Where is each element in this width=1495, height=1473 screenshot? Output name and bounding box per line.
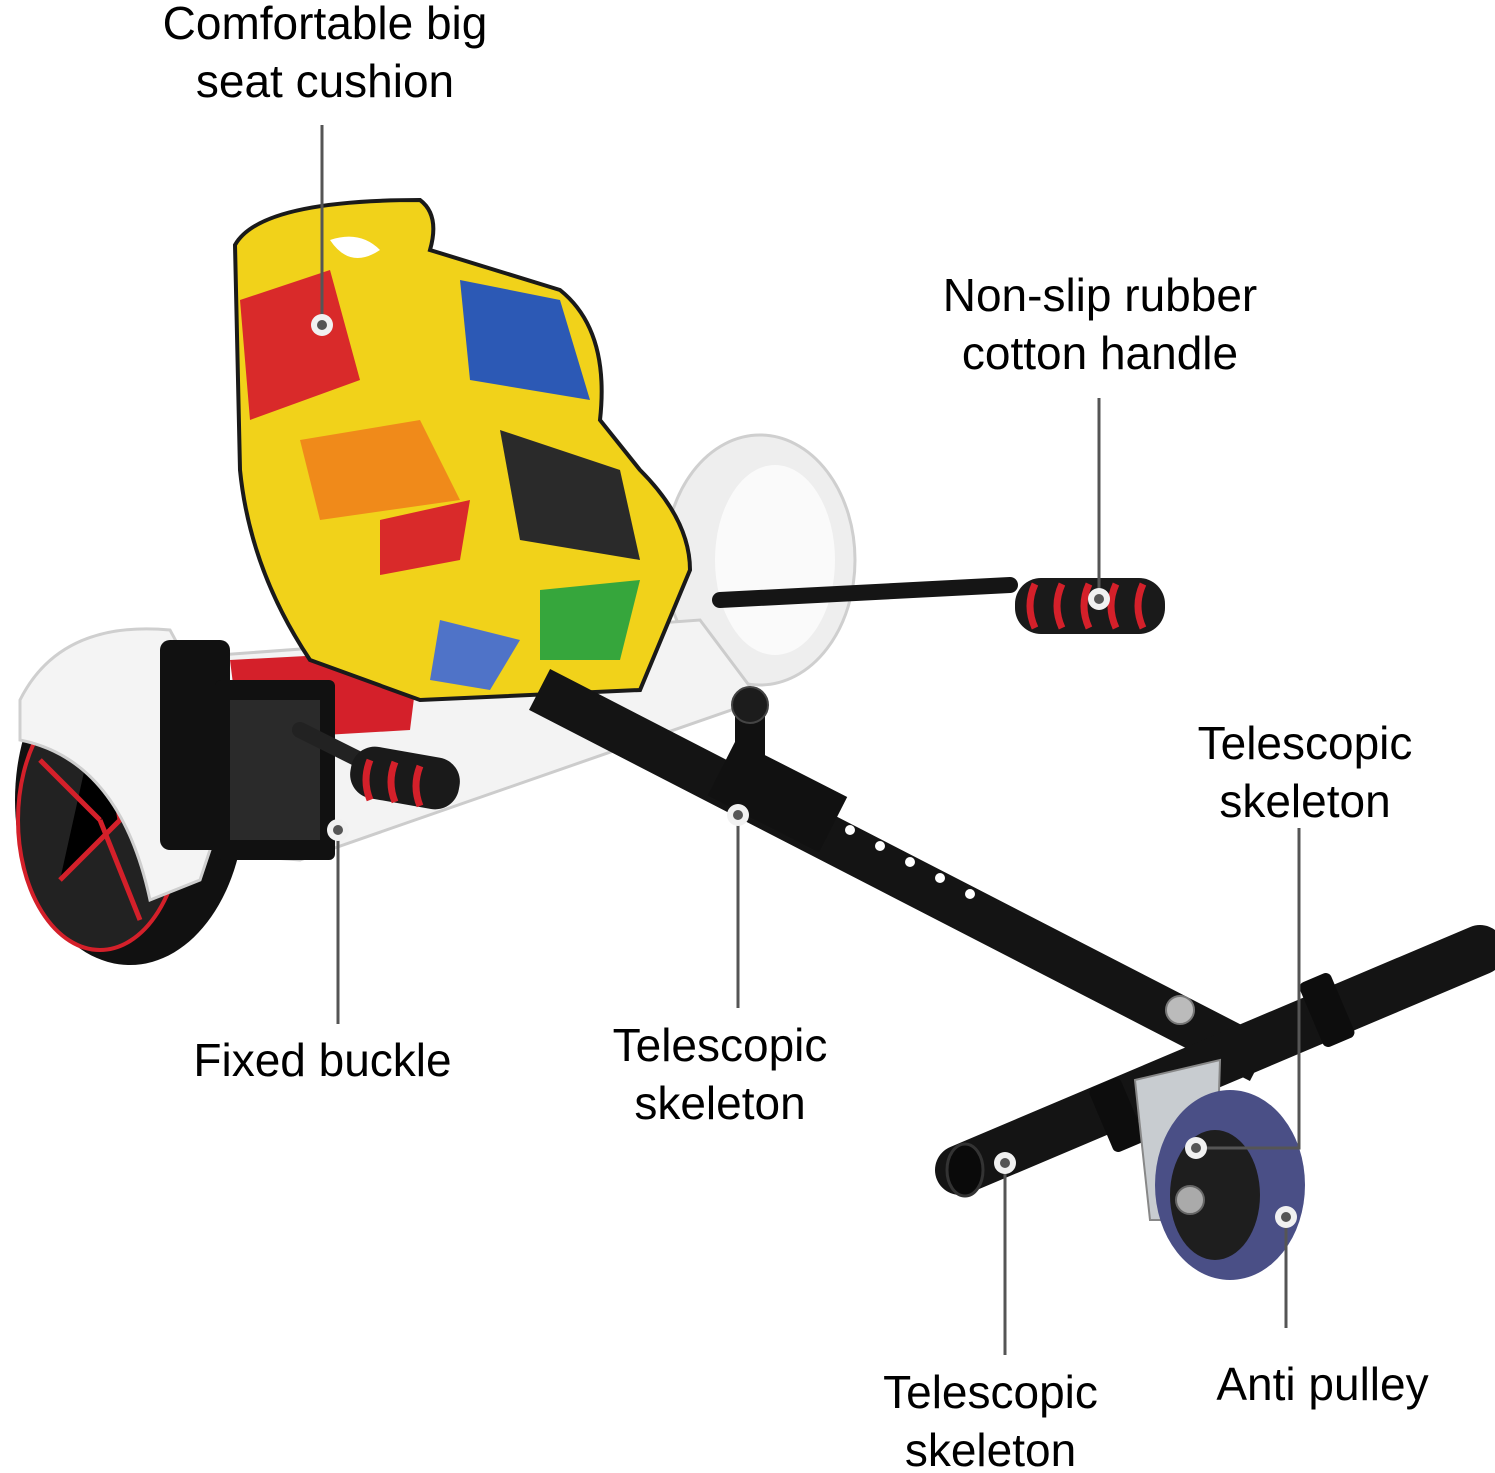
callout-anti-pulley: Anti pulley — [1216, 1358, 1429, 1410]
callout-telescopic-skeleton-bottom: Telescopic skeleton — [883, 1366, 1098, 1473]
dot-buckle-icon — [327, 819, 349, 841]
callout-telescopic-skeleton-mid: Telescopic skeleton — [612, 1019, 828, 1129]
anti-pulley-caster — [1133, 1058, 1305, 1280]
leader-telescopic-right — [1196, 828, 1301, 1150]
dot-telescopic-bottom-icon — [994, 1152, 1016, 1174]
graffiti-seat — [232, 197, 693, 703]
fixed-buckle-assembly — [215, 680, 460, 860]
callout-rubber-handle: Non-slip rubber cotton handle — [942, 269, 1258, 379]
hoverboard-front-wheel — [15, 627, 245, 965]
dot-handle-icon — [1088, 588, 1110, 610]
callout-fixed-buckle: Fixed buckle — [193, 1034, 452, 1086]
hoverboard-rear-wheel — [663, 433, 857, 687]
leader-lines — [320, 125, 1301, 1355]
callout-telescopic-skeleton-right: Telescopic skeleton — [1197, 717, 1413, 827]
dot-telescopic-mid-icon — [727, 804, 749, 826]
dot-pulley-icon — [1275, 1206, 1297, 1228]
telescopic-beam — [529, 669, 1271, 1081]
callout-dots — [311, 314, 1297, 1228]
rear-handle-bar — [712, 577, 1165, 634]
dot-telescopic-right-icon — [1185, 1137, 1207, 1159]
callout-seat-cushion: Comfortable big seat cushion — [162, 0, 488, 107]
dot-seat-icon — [311, 314, 333, 336]
